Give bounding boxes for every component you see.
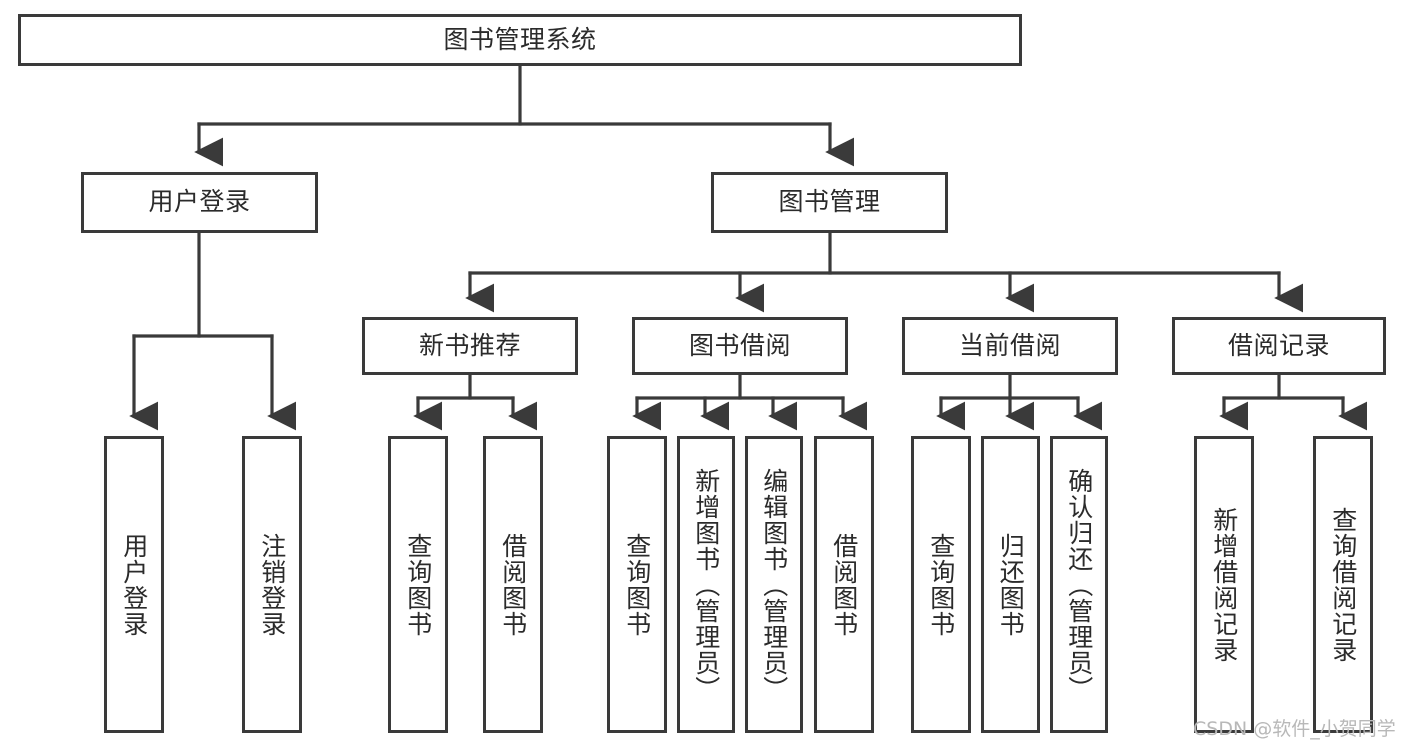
node-label: 查询图书 — [926, 532, 956, 637]
node-label: 用户登录 — [148, 187, 251, 217]
node-label: 图书管理系统 — [443, 24, 597, 54]
node-leaf-confirm-return-admin[interactable]: 确认归还（管理员） — [1050, 436, 1108, 733]
node-leaf-borrow-book[interactable]: 借阅图书 — [814, 436, 874, 733]
node-leaf-user-login[interactable]: 用户登录 — [104, 436, 164, 733]
node-new-book-recommend[interactable]: 新书推荐 — [362, 317, 578, 375]
node-label: 查询图书 — [622, 532, 652, 637]
node-leaf-logout-login[interactable]: 注销登录 — [242, 436, 302, 733]
csdn-watermark: CSDN @软件_小贺同学 — [1193, 718, 1396, 740]
node-leaf-query-book-borrow[interactable]: 查询图书 — [607, 436, 667, 733]
node-label: 图书管理 — [778, 187, 881, 217]
node-leaf-query-book-recommend[interactable]: 查询图书 — [388, 436, 448, 733]
node-user-login[interactable]: 用户登录 — [81, 172, 318, 233]
node-label: 当前借阅 — [958, 330, 1061, 360]
node-label: 新增图书（管理员） — [691, 467, 721, 702]
node-book-borrow[interactable]: 图书借阅 — [632, 317, 848, 375]
node-label: 借阅图书 — [498, 532, 528, 637]
node-borrow-record[interactable]: 借阅记录 — [1172, 317, 1386, 375]
node-library-management-system[interactable]: 图书管理系统 — [18, 14, 1022, 66]
node-label: 借阅记录 — [1227, 330, 1330, 360]
node-label: 编辑图书（管理员） — [759, 467, 789, 702]
node-label: 借阅图书 — [829, 532, 859, 637]
node-label: 归还图书 — [996, 532, 1026, 637]
node-label: 确认归还（管理员） — [1064, 467, 1094, 702]
node-leaf-borrow-book-recommend[interactable]: 借阅图书 — [483, 436, 543, 733]
node-leaf-return-book[interactable]: 归还图书 — [981, 436, 1040, 733]
node-label: 图书借阅 — [688, 330, 791, 360]
node-label: 查询借阅记录 — [1328, 506, 1358, 663]
node-leaf-add-borrow-record[interactable]: 新增借阅记录 — [1194, 436, 1254, 733]
node-leaf-add-book-admin[interactable]: 新增图书（管理员） — [677, 436, 735, 733]
node-label: 用户登录 — [119, 532, 149, 637]
node-leaf-query-book-current[interactable]: 查询图书 — [911, 436, 971, 733]
node-leaf-edit-book-admin[interactable]: 编辑图书（管理员） — [745, 436, 803, 733]
node-label: 查询图书 — [403, 532, 433, 637]
node-label: 新增借阅记录 — [1209, 506, 1239, 663]
node-label: 注销登录 — [257, 532, 287, 637]
node-book-management[interactable]: 图书管理 — [711, 172, 948, 233]
node-current-borrow[interactable]: 当前借阅 — [902, 317, 1118, 375]
node-label: 新书推荐 — [418, 330, 521, 360]
node-leaf-query-borrow-record[interactable]: 查询借阅记录 — [1313, 436, 1373, 733]
